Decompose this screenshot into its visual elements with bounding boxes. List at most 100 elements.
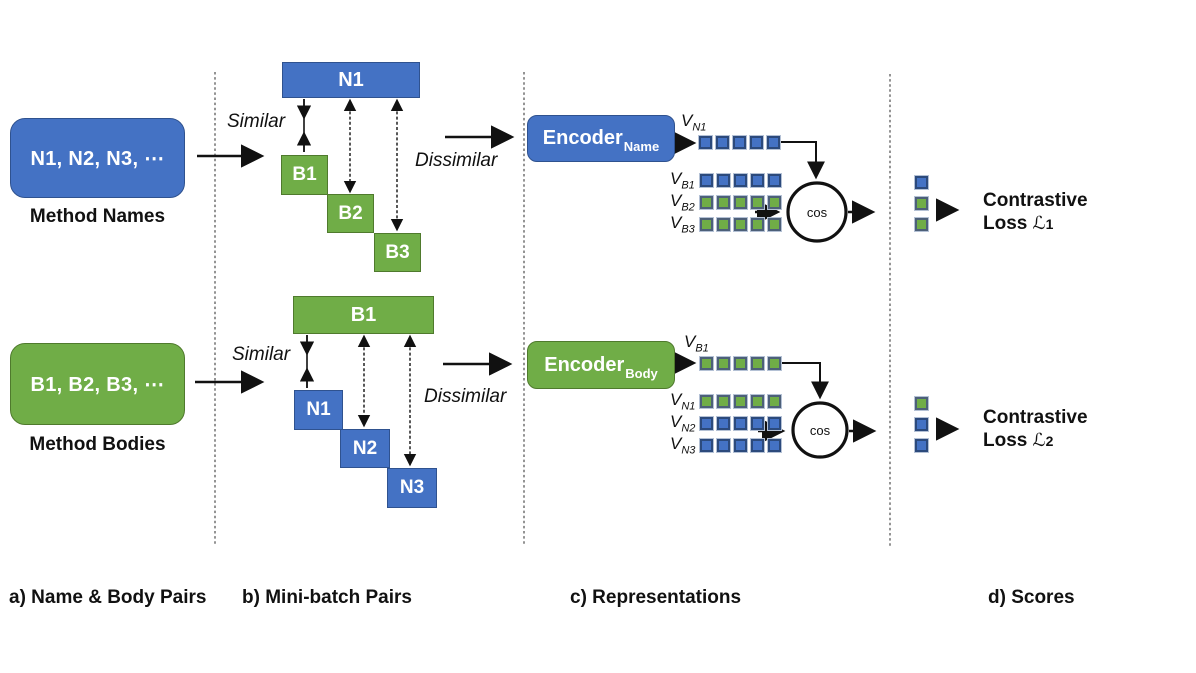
- green-vector-square: [915, 218, 928, 231]
- method-names-caption: Method Names: [29, 206, 166, 227]
- batch-item-b3: B3: [374, 233, 421, 272]
- batch-item-b1-text: B1: [292, 164, 317, 185]
- blue-vector-square: [915, 439, 928, 452]
- method-bodies-box: B1, B2, B3, ⋯: [10, 343, 185, 425]
- blue-vector-square: [751, 173, 764, 187]
- cos-label-bottom: cos: [810, 423, 831, 438]
- contrastive-loss-bottom: Contrastive Loss ℒ2: [983, 407, 1088, 451]
- blue-vector-square: [750, 135, 763, 149]
- blue-vector-square: [915, 418, 928, 431]
- encoder-body-text: Encoder: [544, 353, 625, 376]
- cos-circle-top: [786, 181, 848, 243]
- cos-label-top: cos: [807, 205, 828, 220]
- blue-vector-square: [751, 438, 764, 452]
- caption-b: b) Mini-batch Pairs: [242, 587, 412, 608]
- batch-anchor-n1-text: N1: [338, 68, 364, 91]
- blue-vector-square: [700, 173, 713, 187]
- batch-item-b3-text: B3: [385, 241, 410, 263]
- blue-vector-square: [751, 416, 764, 430]
- green-vector-square: [700, 356, 713, 370]
- encoder-body-subscript: Body: [625, 366, 658, 381]
- blue-vector-square: [915, 176, 928, 189]
- green-vector-square: [751, 217, 764, 231]
- green-vector-square: [734, 195, 747, 209]
- blue-vector-square: [700, 438, 713, 452]
- vector-label-vn1-query: VN1: [681, 111, 707, 134]
- green-vector-square: [700, 195, 713, 209]
- encoder-name-text: Encoder: [542, 127, 623, 149]
- green-vector-square: [734, 217, 747, 231]
- green-vector-square: [734, 356, 747, 370]
- vector-vn1-row: VN1: [670, 390, 785, 412]
- green-vector-square: [717, 195, 730, 209]
- green-vector-square: [751, 195, 764, 209]
- blue-vector-square: [768, 416, 781, 430]
- green-vector-square: [717, 356, 730, 370]
- method-names-box-text: N1, N2, N3, ⋯: [30, 147, 165, 170]
- batch-item-b1: B1: [281, 155, 328, 195]
- green-vector-square: [751, 394, 764, 408]
- green-vector-square: [751, 356, 764, 370]
- blue-vector-square: [717, 438, 730, 452]
- batch-item-b2: B2: [327, 194, 374, 233]
- green-vector-square: [768, 195, 781, 209]
- similar-label-top: Similar: [227, 111, 286, 132]
- batch-anchor-b1-text: B1: [350, 303, 377, 326]
- contrastive-loss-top: Contrastive Loss ℒ1: [983, 190, 1088, 234]
- green-vector-square: [734, 394, 747, 408]
- green-vector-square: [717, 394, 730, 408]
- blue-vector-square: [768, 438, 781, 452]
- batch-item-n1-text: N1: [306, 399, 331, 420]
- dissimilar-label-top: Dissimilar: [415, 150, 498, 171]
- caption-d: d) Scores: [988, 587, 1075, 608]
- similar-label-bottom: Similar: [232, 344, 291, 365]
- vector-vn1-query: [699, 134, 784, 150]
- blue-vector-square: [717, 173, 730, 187]
- batch-anchor-n1: N1: [282, 62, 420, 98]
- green-vector-square: [768, 356, 781, 370]
- cos-circle-bottom: [791, 401, 849, 459]
- blue-vector-square: [733, 135, 746, 149]
- batch-item-n3-text: N3: [399, 477, 425, 498]
- blue-vector-square: [717, 416, 730, 430]
- method-bodies-caption: Method Bodies: [29, 434, 166, 455]
- blue-vector-square: [699, 135, 712, 149]
- vector-vb1-row: VB1: [670, 169, 785, 191]
- green-vector-square: [768, 394, 781, 408]
- vector-label-vb1-query: VB1: [684, 332, 709, 355]
- vector-vb3-row: VB3: [670, 213, 785, 235]
- blue-vector-square: [700, 416, 713, 430]
- elbow-vb1-to-cos: [782, 362, 829, 400]
- vector-vn3-row: VN3: [670, 434, 785, 456]
- elbow-vn1-to-cos: [781, 141, 825, 180]
- method-bodies-box-text: B1, B2, B3, ⋯: [30, 373, 165, 396]
- vector-vb2-row: VB2: [670, 191, 785, 213]
- vector-vn2-row: VN2: [670, 412, 785, 434]
- green-vector-square: [700, 394, 713, 408]
- dissimilar-label-bottom: Dissimilar: [424, 386, 507, 407]
- batch-item-n2: N2: [340, 429, 390, 468]
- batch-item-n2-text: N2: [352, 437, 378, 459]
- batch-anchor-b1: B1: [293, 296, 434, 334]
- blue-vector-square: [734, 416, 747, 430]
- green-vector-square: [915, 397, 928, 410]
- blue-vector-square: [734, 173, 747, 187]
- caption-c: c) Representations: [570, 587, 742, 608]
- green-vector-square: [717, 217, 730, 231]
- green-vector-square: [700, 217, 713, 231]
- batch-item-b2-text: B2: [338, 202, 363, 224]
- green-vector-square: [915, 197, 928, 210]
- encoder-name-subscript: Name: [623, 139, 660, 154]
- green-vector-square: [768, 217, 781, 231]
- score-squares-top: [915, 176, 932, 231]
- batch-item-n1: N1: [294, 390, 343, 430]
- blue-vector-square: [716, 135, 729, 149]
- batch-item-n3: N3: [387, 468, 437, 508]
- vector-vb1-query: [700, 355, 785, 371]
- blue-vector-square: [734, 438, 747, 452]
- caption-a: a) Name & Body Pairs: [9, 587, 207, 608]
